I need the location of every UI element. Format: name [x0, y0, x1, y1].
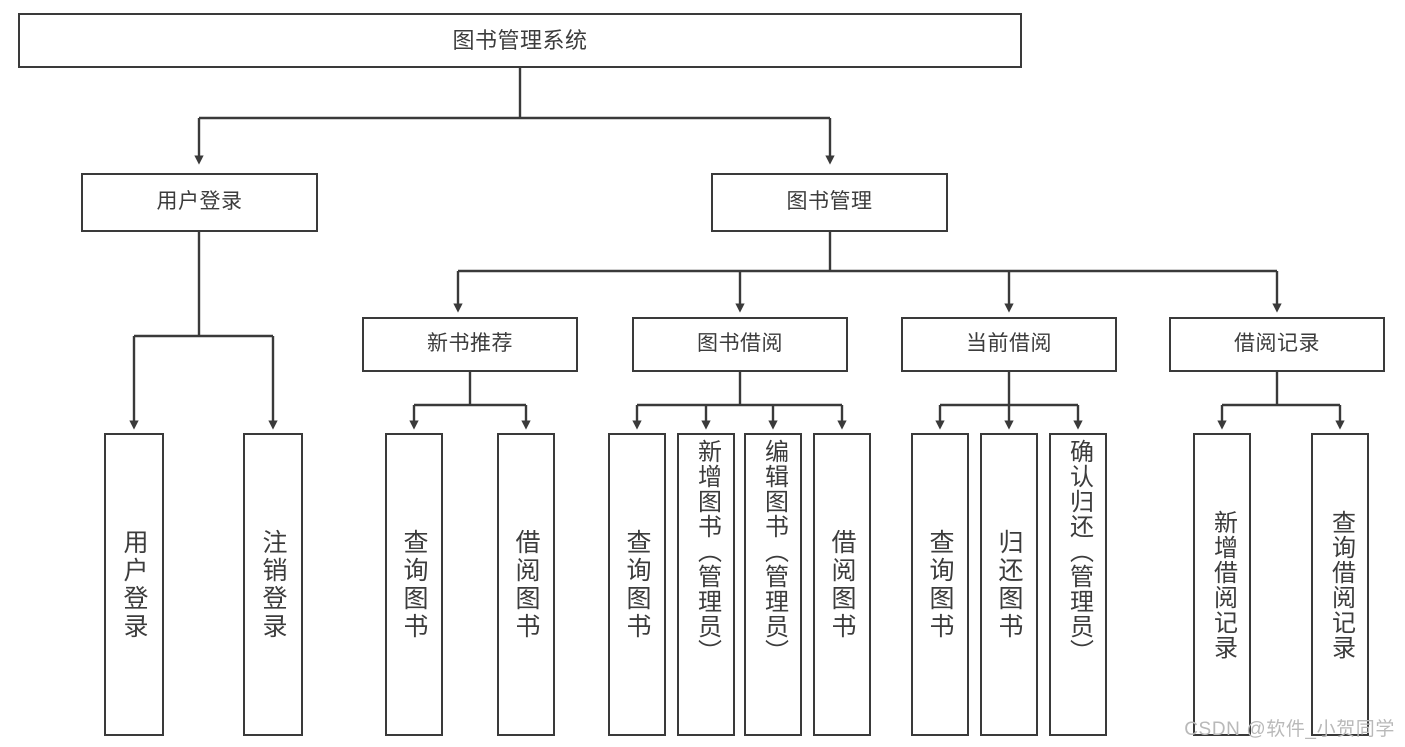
node-label: 查询图书: [926, 528, 954, 641]
node-label: 归还图书: [995, 528, 1023, 641]
node-label: 新增图书（管理员）: [693, 439, 721, 664]
node-label: 借阅图书: [828, 528, 856, 641]
node-leaf-add-record[interactable]: 新增借阅记录: [1193, 433, 1251, 736]
node-leaf-confirm-return[interactable]: 确认归还（管理员）: [1049, 433, 1107, 736]
node-root-system[interactable]: 图书管理系统: [18, 13, 1022, 68]
node-current-borrow[interactable]: 当前借阅: [901, 317, 1117, 372]
node-label: 注销登录: [259, 528, 287, 641]
node-label: 当前借阅: [966, 332, 1052, 356]
node-label: 图书管理: [786, 190, 873, 214]
node-label: 借阅图书: [512, 528, 540, 641]
node-book-management[interactable]: 图书管理: [711, 173, 948, 232]
csdn-watermark: CSDN @软件_小贺同学: [1184, 719, 1395, 740]
node-label: 借阅记录: [1234, 332, 1320, 356]
node-label: 用户登录: [156, 190, 243, 214]
node-label: 查询借阅记录: [1327, 509, 1355, 660]
node-leaf-query-book-3[interactable]: 查询图书: [911, 433, 969, 736]
node-label: 编辑图书（管理员）: [760, 439, 788, 664]
node-label: 新增借阅记录: [1209, 509, 1237, 660]
node-label: 确认归还（管理员）: [1065, 439, 1093, 664]
node-leaf-edit-book[interactable]: 编辑图书（管理员）: [744, 433, 802, 736]
node-leaf-user-login[interactable]: 用户登录: [104, 433, 164, 736]
node-leaf-query-book-2[interactable]: 查询图书: [608, 433, 666, 736]
node-leaf-borrow-book-1[interactable]: 借阅图书: [497, 433, 555, 736]
node-leaf-borrow-book-2[interactable]: 借阅图书: [813, 433, 871, 736]
node-leaf-query-record[interactable]: 查询借阅记录: [1311, 433, 1369, 736]
node-leaf-logout[interactable]: 注销登录: [243, 433, 303, 736]
node-book-borrow[interactable]: 图书借阅: [632, 317, 848, 372]
node-label: 查询图书: [623, 528, 651, 641]
node-label: 图书管理系统: [452, 27, 588, 53]
node-label: 用户登录: [120, 528, 148, 641]
node-leaf-return-book[interactable]: 归还图书: [980, 433, 1038, 736]
node-leaf-add-book[interactable]: 新增图书（管理员）: [677, 433, 735, 736]
node-label: 新书推荐: [427, 332, 513, 356]
node-label: 图书借阅: [697, 332, 783, 356]
node-user-login[interactable]: 用户登录: [81, 173, 318, 232]
node-new-book-recommend[interactable]: 新书推荐: [362, 317, 578, 372]
node-label: 查询图书: [400, 528, 428, 641]
node-borrow-record[interactable]: 借阅记录: [1169, 317, 1385, 372]
node-leaf-query-book-1[interactable]: 查询图书: [385, 433, 443, 736]
